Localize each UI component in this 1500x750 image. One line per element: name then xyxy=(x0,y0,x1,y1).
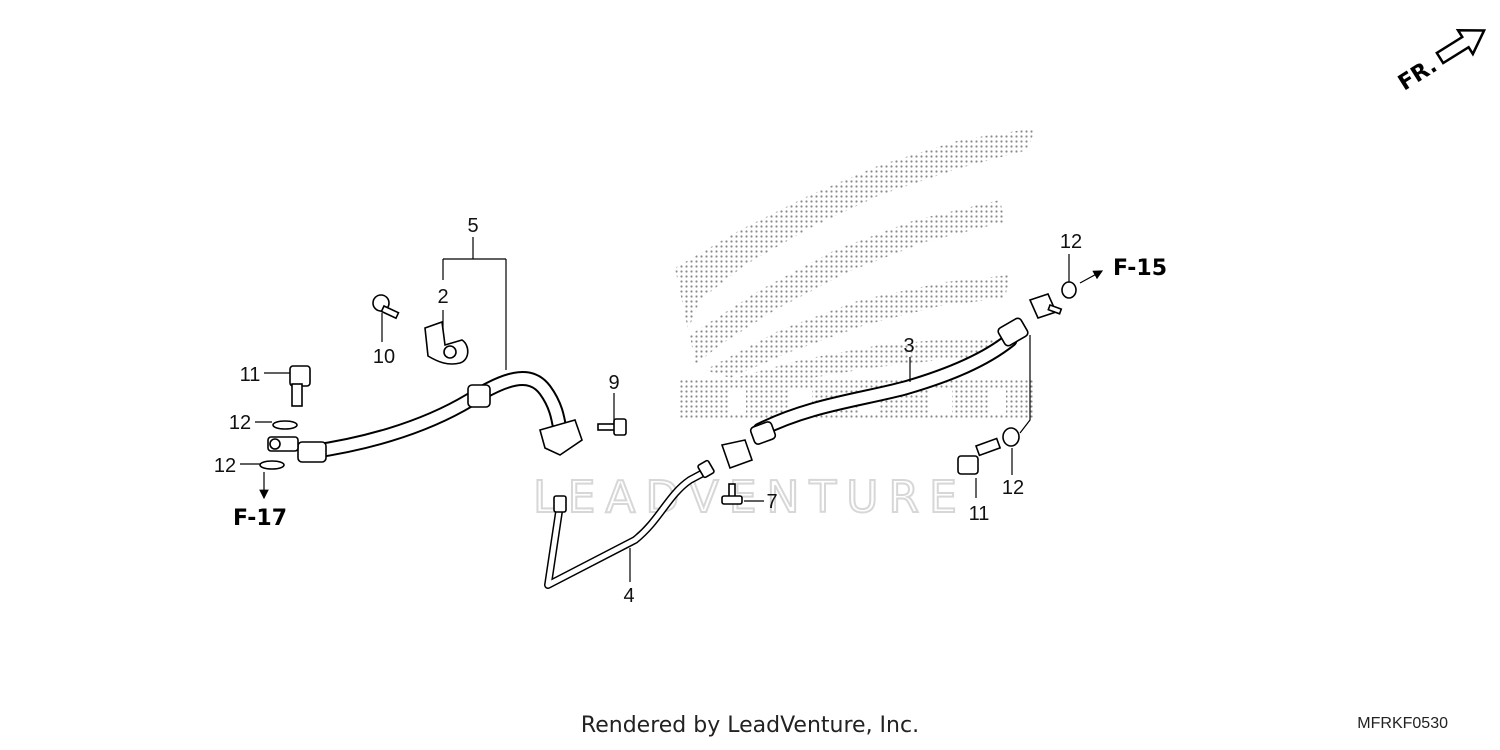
diagram-code: MFRKF0530 xyxy=(1357,715,1448,732)
callout-11-right: 11 xyxy=(969,503,990,525)
callout-7: 7 xyxy=(766,491,777,513)
callout-12-top-right: 12 xyxy=(1060,231,1082,253)
hose-assembly-5 xyxy=(267,371,583,463)
hose-assembly-3 xyxy=(720,293,1063,470)
sealing-washer-12-top-right xyxy=(1061,281,1077,299)
callout-2: 2 xyxy=(437,286,448,308)
sealing-washer-12-upper xyxy=(272,420,298,430)
watermark-text: LEADVENTURE xyxy=(533,472,967,523)
callout-4: 4 xyxy=(623,585,634,607)
callout-12-left-lower: 12 xyxy=(214,455,236,477)
leader-lines xyxy=(240,237,1104,582)
sealing-washer-12-bottom-right xyxy=(1002,427,1020,447)
callout-9: 9 xyxy=(608,372,619,394)
bolt-10 xyxy=(372,294,400,320)
reference-f17: F-17 xyxy=(233,506,287,531)
banjo-bolt-11-left xyxy=(289,365,311,407)
banjo-bolt-11-right xyxy=(957,437,1002,475)
callout-11-left: 11 xyxy=(240,364,261,386)
sealing-washer-12-lower xyxy=(259,460,285,470)
callout-10: 10 xyxy=(373,346,395,368)
hose-clamp-2 xyxy=(424,320,469,365)
footer-credit: Rendered by LeadVenture, Inc. xyxy=(580,713,920,738)
callout-3: 3 xyxy=(903,335,914,357)
callout-12-bottom-right: 12 xyxy=(1002,477,1024,499)
bolt-9 xyxy=(597,418,627,436)
front-direction-label: FR. xyxy=(1394,53,1442,96)
wing-logo-watermark xyxy=(675,128,1035,420)
front-direction-arrow-icon: FR. xyxy=(1394,28,1487,96)
reference-f15: F-15 xyxy=(1113,256,1167,281)
bolt-7 xyxy=(721,483,743,505)
callout-12-left-upper: 12 xyxy=(229,412,251,434)
callout-5: 5 xyxy=(467,215,478,237)
brake-pipe-4 xyxy=(544,459,715,589)
